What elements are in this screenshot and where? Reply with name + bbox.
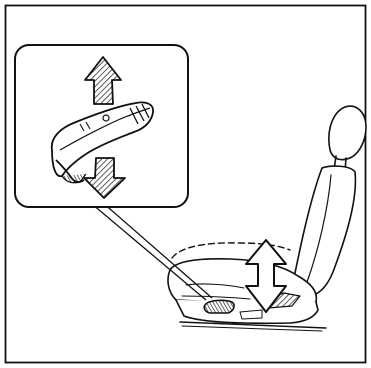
headrest — [329, 106, 366, 160]
seat-lever-side[interactable] — [204, 300, 234, 313]
